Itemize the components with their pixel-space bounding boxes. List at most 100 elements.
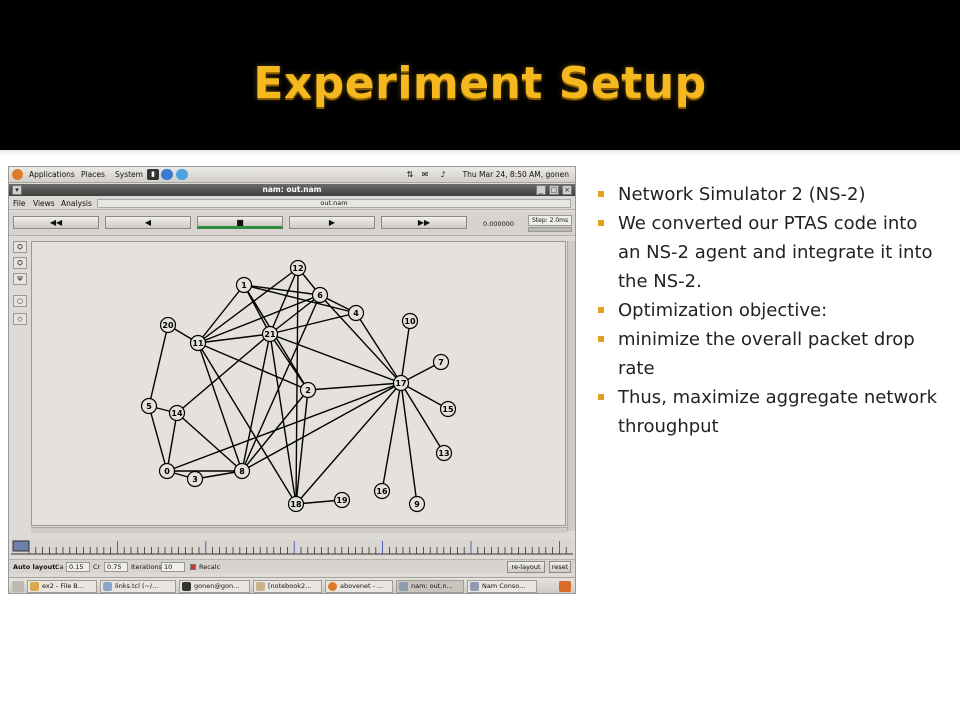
task-nam-console[interactable]: Nam Conso... [467, 580, 537, 593]
node-19[interactable]: 19 [333, 491, 351, 509]
ca-input[interactable]: 0.15 [66, 562, 90, 572]
node-label: 2 [305, 386, 311, 395]
horizontal-scrollbar[interactable] [31, 527, 567, 533]
node-18[interactable]: 18 [287, 495, 305, 513]
vertical-scrollbar[interactable] [567, 241, 575, 531]
email-icon[interactable]: ✉ [421, 170, 429, 179]
link-21-14 [176, 333, 271, 414]
menu-system[interactable]: System [115, 170, 143, 179]
timeline-handle[interactable] [12, 540, 30, 552]
node-circle [299, 381, 317, 399]
node-21[interactable]: 21 [261, 325, 279, 343]
window-menu-icon[interactable]: ▾ [12, 185, 22, 195]
timeline-ruler[interactable] [11, 539, 573, 555]
cr-input[interactable]: 0.75 [104, 562, 128, 572]
node-circle [235, 276, 253, 294]
reset-button[interactable]: reset [549, 561, 571, 573]
node-0[interactable]: 0 [158, 462, 176, 480]
link-17-2 [307, 382, 402, 391]
node-6[interactable]: 6 [311, 286, 329, 304]
node-14[interactable]: 14 [168, 404, 186, 422]
diamond-tool-icon[interactable]: ◇ [13, 313, 27, 325]
rewind-button[interactable]: ◀◀ [13, 216, 99, 229]
node-20[interactable]: 20 [159, 316, 177, 334]
gnome-top-panel: Applications Places System ▮ ⇅ ✉ ♪ Thu M… [9, 167, 575, 183]
terminal-icon[interactable]: ▮ [147, 169, 159, 180]
panel-clock[interactable]: Thu Mar 24, 8:50 AM, gonen [462, 170, 569, 179]
node-11[interactable]: 11 [189, 334, 207, 352]
help-icon[interactable] [176, 169, 188, 180]
node-2[interactable]: 2 [299, 381, 317, 399]
ubuntu-logo-icon[interactable] [12, 169, 23, 180]
menu-places[interactable]: Places [81, 170, 105, 179]
circle-tool-icon[interactable]: ○ [13, 295, 27, 307]
task-notebook[interactable]: [notebook2... [253, 580, 322, 593]
recalc-checkbox[interactable] [190, 564, 196, 570]
network-icon[interactable]: ⇅ [406, 170, 414, 179]
menu-file[interactable]: File [13, 199, 26, 208]
bullet-item: minimize the overall packet drop rate [598, 325, 943, 383]
menu-views[interactable]: Views [33, 199, 55, 208]
bullet-item: Thus, maximize aggregate network through… [598, 383, 943, 441]
node-8[interactable]: 8 [233, 462, 251, 480]
node-15[interactable]: 15 [439, 400, 457, 418]
node-circle [347, 304, 365, 322]
volume-icon[interactable]: ♪ [440, 170, 446, 179]
show-desktop-icon[interactable] [12, 581, 24, 592]
task-nam[interactable]: nam: out.n... [396, 580, 464, 593]
link-6-21 [269, 294, 321, 335]
task-label: abovenet - ... [340, 582, 384, 590]
zoom-in-icon[interactable]: ⛭ [13, 241, 27, 253]
menu-analysis[interactable]: Analysis [61, 199, 92, 208]
task-links-tcl[interactable]: links.tcl (~/... [100, 580, 176, 593]
task-label: ex2 - File B... [42, 582, 84, 590]
node-4[interactable]: 4 [347, 304, 365, 322]
node-1[interactable]: 1 [235, 276, 253, 294]
minimize-icon[interactable]: _ [536, 185, 546, 195]
task-file-browser[interactable]: ex2 - File B... [27, 580, 97, 593]
play-backward-button[interactable]: ◀ [105, 216, 191, 229]
node-circle [432, 353, 450, 371]
zoom-out-icon[interactable]: ⛭ [13, 257, 27, 269]
node-circle [439, 400, 457, 418]
step-field[interactable]: Step: 2.0ms [528, 215, 572, 226]
relayout-button[interactable]: re-layout [507, 561, 545, 573]
browser-icon[interactable] [161, 169, 173, 180]
link-11-18 [197, 342, 297, 505]
link-17-15 [400, 382, 449, 410]
step-slider[interactable] [528, 227, 572, 232]
node-13[interactable]: 13 [435, 444, 453, 462]
node-17[interactable]: 17 [392, 374, 410, 392]
stop-button[interactable]: ■ [197, 216, 283, 229]
layout-icon[interactable]: Ψ [13, 273, 27, 285]
link-6-8 [241, 294, 321, 472]
window-title-bar[interactable]: ▾ nam: out.nam _ □ × [9, 184, 575, 196]
task-terminal[interactable]: gonen@gon... [179, 580, 250, 593]
node-3[interactable]: 3 [186, 470, 204, 488]
link-2-18 [295, 389, 309, 505]
ca-label: Ca [55, 563, 64, 571]
iterations-input[interactable]: 10 [161, 562, 185, 572]
bottom-taskbar: ex2 - File B... links.tcl (~/... gonen@g… [9, 577, 575, 593]
node-12[interactable]: 12 [289, 259, 307, 277]
node-16[interactable]: 16 [373, 482, 391, 500]
play-forward-button[interactable]: ▶ [289, 216, 375, 229]
notebook-icon [256, 582, 265, 591]
node-circle [392, 374, 410, 392]
menu-applications[interactable]: Applications [29, 170, 75, 179]
close-icon[interactable]: × [562, 185, 572, 195]
folder-icon [30, 582, 39, 591]
task-abovenet[interactable]: abovenet - ... [325, 580, 393, 593]
node-10[interactable]: 10 [401, 312, 419, 330]
bullet-item: Optimization objective: [598, 296, 943, 325]
fast-forward-button[interactable]: ▶▶ [381, 216, 467, 229]
trash-icon[interactable] [559, 581, 571, 592]
maximize-icon[interactable]: □ [549, 185, 559, 195]
node-7[interactable]: 7 [432, 353, 450, 371]
link-21-18 [269, 333, 297, 505]
node-9[interactable]: 9 [408, 495, 426, 513]
node-5[interactable]: 5 [140, 397, 158, 415]
iterations-label: Iterations [131, 563, 162, 571]
